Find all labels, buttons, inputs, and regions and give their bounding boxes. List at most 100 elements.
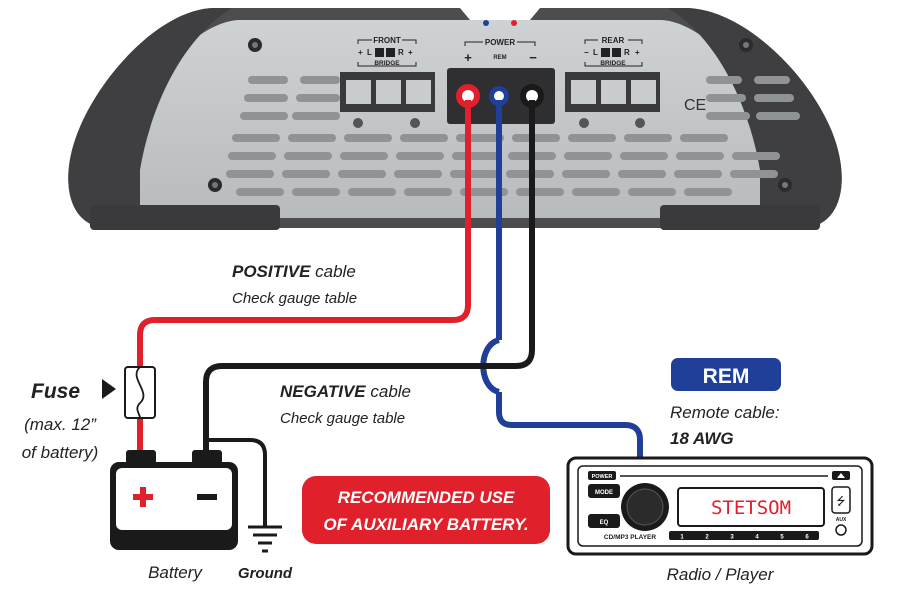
radio-caption: Radio / Player xyxy=(667,565,775,584)
rem-badge xyxy=(671,358,781,391)
vent-slot xyxy=(236,188,284,196)
radio-preset-button: 3 xyxy=(730,535,734,541)
vent-slot xyxy=(516,188,564,196)
vent-slot xyxy=(572,188,620,196)
vent-slot xyxy=(618,170,666,178)
vent-slot xyxy=(394,170,442,178)
front-r: R xyxy=(398,48,404,57)
led-indicator xyxy=(483,20,489,26)
rear-title: REAR xyxy=(602,36,625,45)
ground-symbol xyxy=(248,525,282,553)
battery-label: Battery xyxy=(148,563,203,582)
radio-mode-button: MODE xyxy=(595,490,613,496)
vent-slot xyxy=(562,170,610,178)
amp-right-flap xyxy=(668,8,842,228)
fuse-arrow-icon xyxy=(102,379,116,399)
rear-terminal-block xyxy=(565,72,660,112)
vent-slot xyxy=(226,170,274,178)
usb-icon: ⭍ xyxy=(836,495,845,508)
positive-gauge-note: Check gauge table xyxy=(232,290,357,307)
vent-slot xyxy=(338,170,386,178)
vent-slot xyxy=(706,94,746,102)
vent-slot xyxy=(680,134,728,142)
rear-l: L xyxy=(593,48,598,57)
vent-slot xyxy=(340,152,388,160)
vent-slot xyxy=(396,152,444,160)
vent-slot xyxy=(282,170,330,178)
vent-slot xyxy=(450,170,498,178)
screw xyxy=(410,118,420,128)
fuse-note-2: of battery) xyxy=(22,443,99,462)
radio-power-button: POWER xyxy=(592,474,613,480)
power-minus: − xyxy=(529,50,537,65)
vent-slot xyxy=(344,134,392,142)
amp-vents xyxy=(226,76,800,196)
rear-minus-left: − xyxy=(584,48,589,57)
vent-slot xyxy=(240,112,288,120)
recommended-line-2: OF AUXILIARY BATTERY. xyxy=(323,515,528,534)
vent-slot xyxy=(244,94,288,102)
aux-jack xyxy=(835,524,847,536)
fuse-label: Fuse xyxy=(31,380,80,403)
rear-plus-right: + xyxy=(635,48,640,57)
radio-display-text: STETSOM xyxy=(711,497,791,519)
screw xyxy=(248,38,262,52)
front-bridge: BRIDGE xyxy=(374,60,400,67)
led-indicator xyxy=(511,20,517,26)
front-label-group: FRONT + L R + BRIDGE xyxy=(357,36,417,67)
battery-plus-icon xyxy=(133,487,153,507)
rear-bridge: BRIDGE xyxy=(600,60,626,67)
vent-slot xyxy=(232,134,280,142)
radio-eq-button: EQ xyxy=(600,520,609,526)
front-terminal-block xyxy=(340,72,435,112)
vent-slot xyxy=(676,152,724,160)
front-plus-right: + xyxy=(408,48,413,57)
screw xyxy=(739,38,753,52)
screw xyxy=(579,118,589,128)
vent-slot xyxy=(292,112,340,120)
rear-label-group: REAR − L R + BRIDGE xyxy=(584,36,643,67)
vent-slot xyxy=(706,112,750,120)
vent-slot xyxy=(400,134,448,142)
fuse xyxy=(124,366,156,419)
negative-cable-label: NEGATIVE cable xyxy=(280,382,411,401)
positive-cable xyxy=(137,100,471,368)
screw xyxy=(353,118,363,128)
screw xyxy=(778,178,792,192)
vent-slot xyxy=(292,188,340,196)
radio-preset-button: 5 xyxy=(780,535,784,541)
recommended-box xyxy=(302,476,550,544)
vent-slot xyxy=(754,94,794,102)
radio-player: ⭍ xyxy=(566,456,874,556)
vent-slot xyxy=(564,152,612,160)
amp-left-flap xyxy=(68,8,232,228)
labels: POSITIVE cable Check gauge table NEGATIV… xyxy=(22,262,847,584)
vent-slot xyxy=(404,188,452,196)
vent-slot xyxy=(730,170,778,178)
vent-slot xyxy=(756,112,800,120)
vent-slot xyxy=(228,152,276,160)
vent-slot xyxy=(512,134,560,142)
radio-aux-label: AUX xyxy=(836,517,847,523)
rear-r: R xyxy=(624,48,630,57)
vent-slot xyxy=(628,188,676,196)
power-title: POWER xyxy=(485,38,515,47)
vent-slot xyxy=(300,76,340,84)
screw xyxy=(635,118,645,128)
radio-preset-button: 6 xyxy=(805,535,809,541)
vent-slot xyxy=(674,170,722,178)
vent-slot xyxy=(248,76,288,84)
vent-slot xyxy=(296,94,340,102)
vent-slot xyxy=(754,76,790,84)
rem-badge-label: REM xyxy=(703,365,750,388)
awg-label: 18 AWG xyxy=(670,429,734,448)
ground-label: Ground xyxy=(238,565,293,582)
amp-left-foot xyxy=(90,205,280,230)
vent-slot xyxy=(624,134,672,142)
ground-wire xyxy=(206,438,267,527)
power-plus: + xyxy=(464,50,472,65)
remote-cable-label: Remote cable: xyxy=(670,403,780,422)
ce-mark: CE xyxy=(684,97,706,114)
